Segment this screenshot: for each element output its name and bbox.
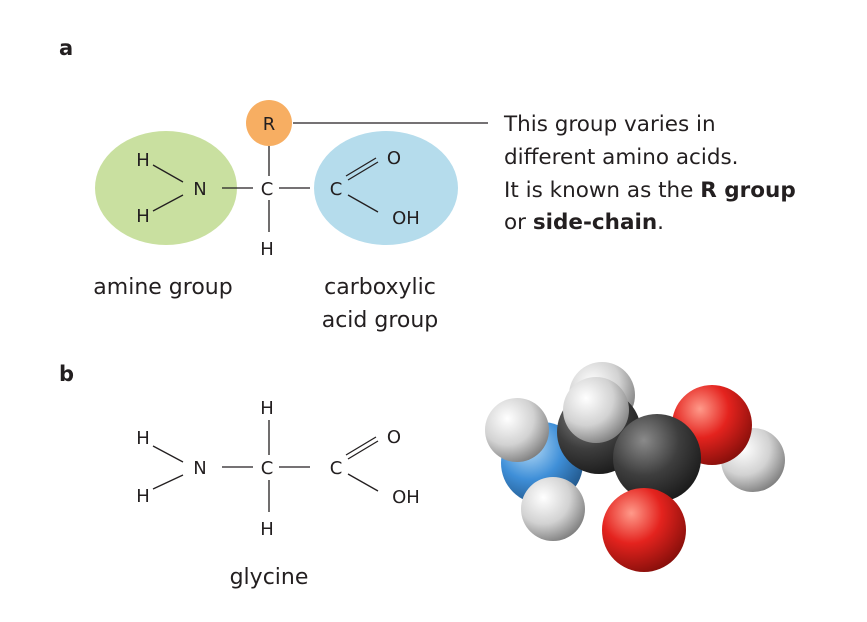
- note-line4-prefix: or: [504, 210, 533, 235]
- note-line2: different amino acids.: [504, 145, 739, 170]
- panel-a-label: a: [59, 36, 73, 60]
- note-side-chain-bold: side-chain: [533, 210, 657, 235]
- carbon-atom-sphere: [613, 414, 701, 502]
- carboxylic-label-line2: acid group: [322, 308, 439, 333]
- atom-h-alpha: H: [260, 239, 274, 260]
- glycine-label: glycine: [230, 565, 309, 590]
- hydrogen-atom-sphere: [521, 477, 585, 541]
- note-line4-suffix: .: [657, 210, 664, 235]
- amine-group-ellipse: [95, 131, 237, 245]
- glycine-atom-h-bottom: H: [136, 486, 150, 507]
- glycine-atom-h-top: H: [136, 428, 150, 449]
- hydrogen-atom-sphere: [485, 398, 549, 462]
- glycine-atom-n: N: [193, 458, 206, 479]
- r-group-circle: [246, 100, 292, 146]
- glycine-space-filling-model: [485, 362, 785, 572]
- hydrogen-atom-sphere: [563, 377, 629, 443]
- glycine-atom-c-alpha: C: [261, 458, 274, 479]
- atom-o: O: [387, 148, 401, 169]
- glycine-atom-h-alpha-bottom: H: [260, 519, 274, 540]
- atom-c-alpha: C: [261, 179, 274, 200]
- panel-b-label: b: [59, 362, 74, 386]
- oxygen-atom-sphere: [602, 488, 686, 572]
- note-line1: This group varies in: [503, 112, 716, 137]
- carboxylic-label-line1: carboxylic: [324, 275, 436, 300]
- atom-r: R: [263, 114, 276, 135]
- atom-n: N: [193, 179, 206, 200]
- panel-a-bonds: [152, 122, 488, 232]
- atom-h-bottom: H: [136, 206, 150, 227]
- panel-b-bonds: [152, 420, 379, 512]
- note-r-group-bold: R group: [700, 178, 796, 203]
- note-line4: or side-chain.: [504, 210, 664, 235]
- atom-h-top: H: [136, 150, 150, 171]
- glycine-atom-oh: OH: [392, 487, 420, 508]
- amine-group-label: amine group: [93, 275, 232, 300]
- note-line3-text: It is known as the: [504, 178, 700, 203]
- note-line3: It is known as the R group: [504, 178, 796, 203]
- glycine-atom-c-carboxyl: C: [330, 458, 343, 479]
- r-group-note: This group varies in different amino aci…: [503, 112, 796, 235]
- glycine-atom-h-alpha-top: H: [260, 398, 274, 419]
- atom-oh: OH: [392, 208, 420, 229]
- glycine-atom-o: O: [387, 427, 401, 448]
- atom-c-carboxyl: C: [330, 179, 343, 200]
- carboxylic-group-ellipse: [314, 131, 458, 245]
